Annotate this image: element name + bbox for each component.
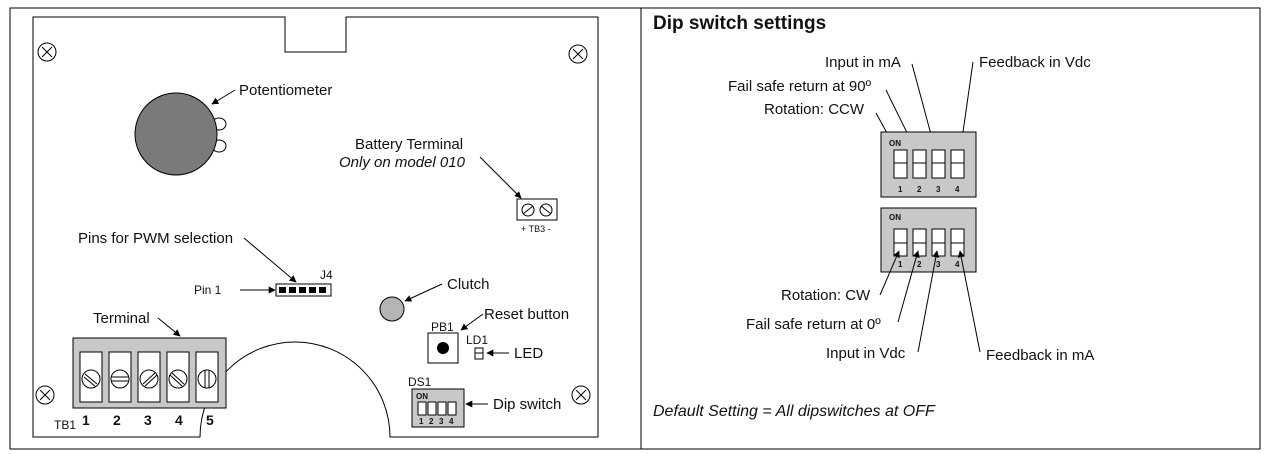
upper-switch-number: 1 [898, 185, 903, 194]
terminal-label: Terminal [93, 310, 150, 327]
lower-switch-number: 3 [936, 260, 941, 269]
terminal-number: 3 [144, 412, 152, 428]
pwm-pins-leader [243, 237, 297, 283]
on-label-sw1: Rotation: CCW [764, 101, 865, 118]
board-dip-number: 3 [439, 417, 444, 426]
board-dip-number: 4 [449, 417, 454, 426]
upper-on-label: ON [889, 139, 901, 148]
clutch-leader [404, 283, 443, 302]
reset-button-leader [460, 313, 484, 331]
led-icon [474, 347, 484, 360]
mounting-screw-icon [37, 42, 57, 62]
terminal-block [72, 337, 227, 409]
mounting-screw-icon [35, 385, 55, 405]
mounting-screw-icon [571, 385, 591, 405]
dip-switch-on-setting [880, 131, 977, 198]
potentiometer-icon [134, 92, 227, 176]
terminal-number: 4 [175, 412, 183, 428]
battery-terminal-block [516, 198, 558, 221]
on-label-sw3: Input in mA [825, 54, 901, 71]
clutch-label: Clutch [447, 276, 490, 293]
board-dip-number: 2 [429, 417, 434, 426]
mounting-screw-icon [568, 44, 588, 64]
lower-switch-number: 4 [955, 260, 960, 269]
pin1-label: Pin 1 [194, 283, 222, 297]
board-dip-on-label: ON [416, 392, 428, 401]
ds1-label: DS1 [408, 375, 432, 389]
terminal-number: 1 [82, 412, 90, 428]
settings-title: Dip switch settings [653, 13, 826, 34]
potentiometer-label: Potentiometer [239, 82, 332, 99]
off-label-sw1: Rotation: CW [781, 287, 871, 304]
tb1-label: TB1 [54, 418, 76, 432]
dip-switch-off-setting [880, 207, 977, 273]
lower-on-label: ON [889, 213, 901, 222]
potentiometer-leader [211, 89, 236, 105]
dip-switch-label: Dip switch [493, 396, 561, 413]
board-panel: Potentiometer Battery Terminal Only on m… [32, 16, 599, 438]
clutch-icon [379, 296, 405, 322]
upper-switch-number: 4 [955, 185, 960, 194]
default-setting-note: Default Setting = All dipswitches at OFF [653, 403, 936, 420]
off-leader-sw2 [897, 250, 920, 323]
off-leader-sw4 [957, 250, 981, 353]
upper-switch-number: 3 [936, 185, 941, 194]
reset-button-icon [427, 332, 459, 364]
outer-frame [9, 7, 1261, 450]
lower-switch-number: 2 [917, 260, 922, 269]
board-dip-number: 1 [419, 417, 424, 426]
j4-label: J4 [320, 268, 333, 282]
terminal-number: 2 [113, 412, 121, 428]
off-leader-sw1 [879, 250, 900, 296]
off-leader-sw3 [917, 250, 940, 353]
pwm-pin-header [275, 283, 332, 297]
reset-button-label: Reset button [484, 306, 569, 323]
board-dip-switch [411, 388, 465, 428]
upper-switch-number: 2 [917, 185, 922, 194]
terminal-leader [157, 317, 181, 337]
pwm-pins-label: Pins for PWM selection [78, 230, 233, 247]
off-label-sw3: Input in Vdc [826, 345, 906, 362]
off-label-sw4: Feedback in mA [986, 347, 1094, 364]
off-label-sw2: Fail safe return at 0º [746, 316, 881, 333]
on-label-sw4: Feedback in Vdc [979, 54, 1091, 71]
battery-terminal-note: Only on model 010 [339, 154, 466, 171]
tb3-label: + TB3 - [521, 224, 551, 234]
pb1-label: PB1 [431, 320, 454, 334]
led-label: LED [514, 345, 543, 362]
ld1-label: LD1 [466, 333, 488, 347]
on-label-sw2: Fail safe return at 90º [728, 78, 872, 95]
lower-switch-number: 1 [898, 260, 903, 269]
battery-terminal-label: Battery Terminal [355, 136, 463, 153]
settings-panel: Dip switch settings Input in mA Feedback… [653, 13, 1094, 420]
battery-terminal-leader [479, 156, 522, 199]
terminal-number: 5 [206, 412, 214, 428]
